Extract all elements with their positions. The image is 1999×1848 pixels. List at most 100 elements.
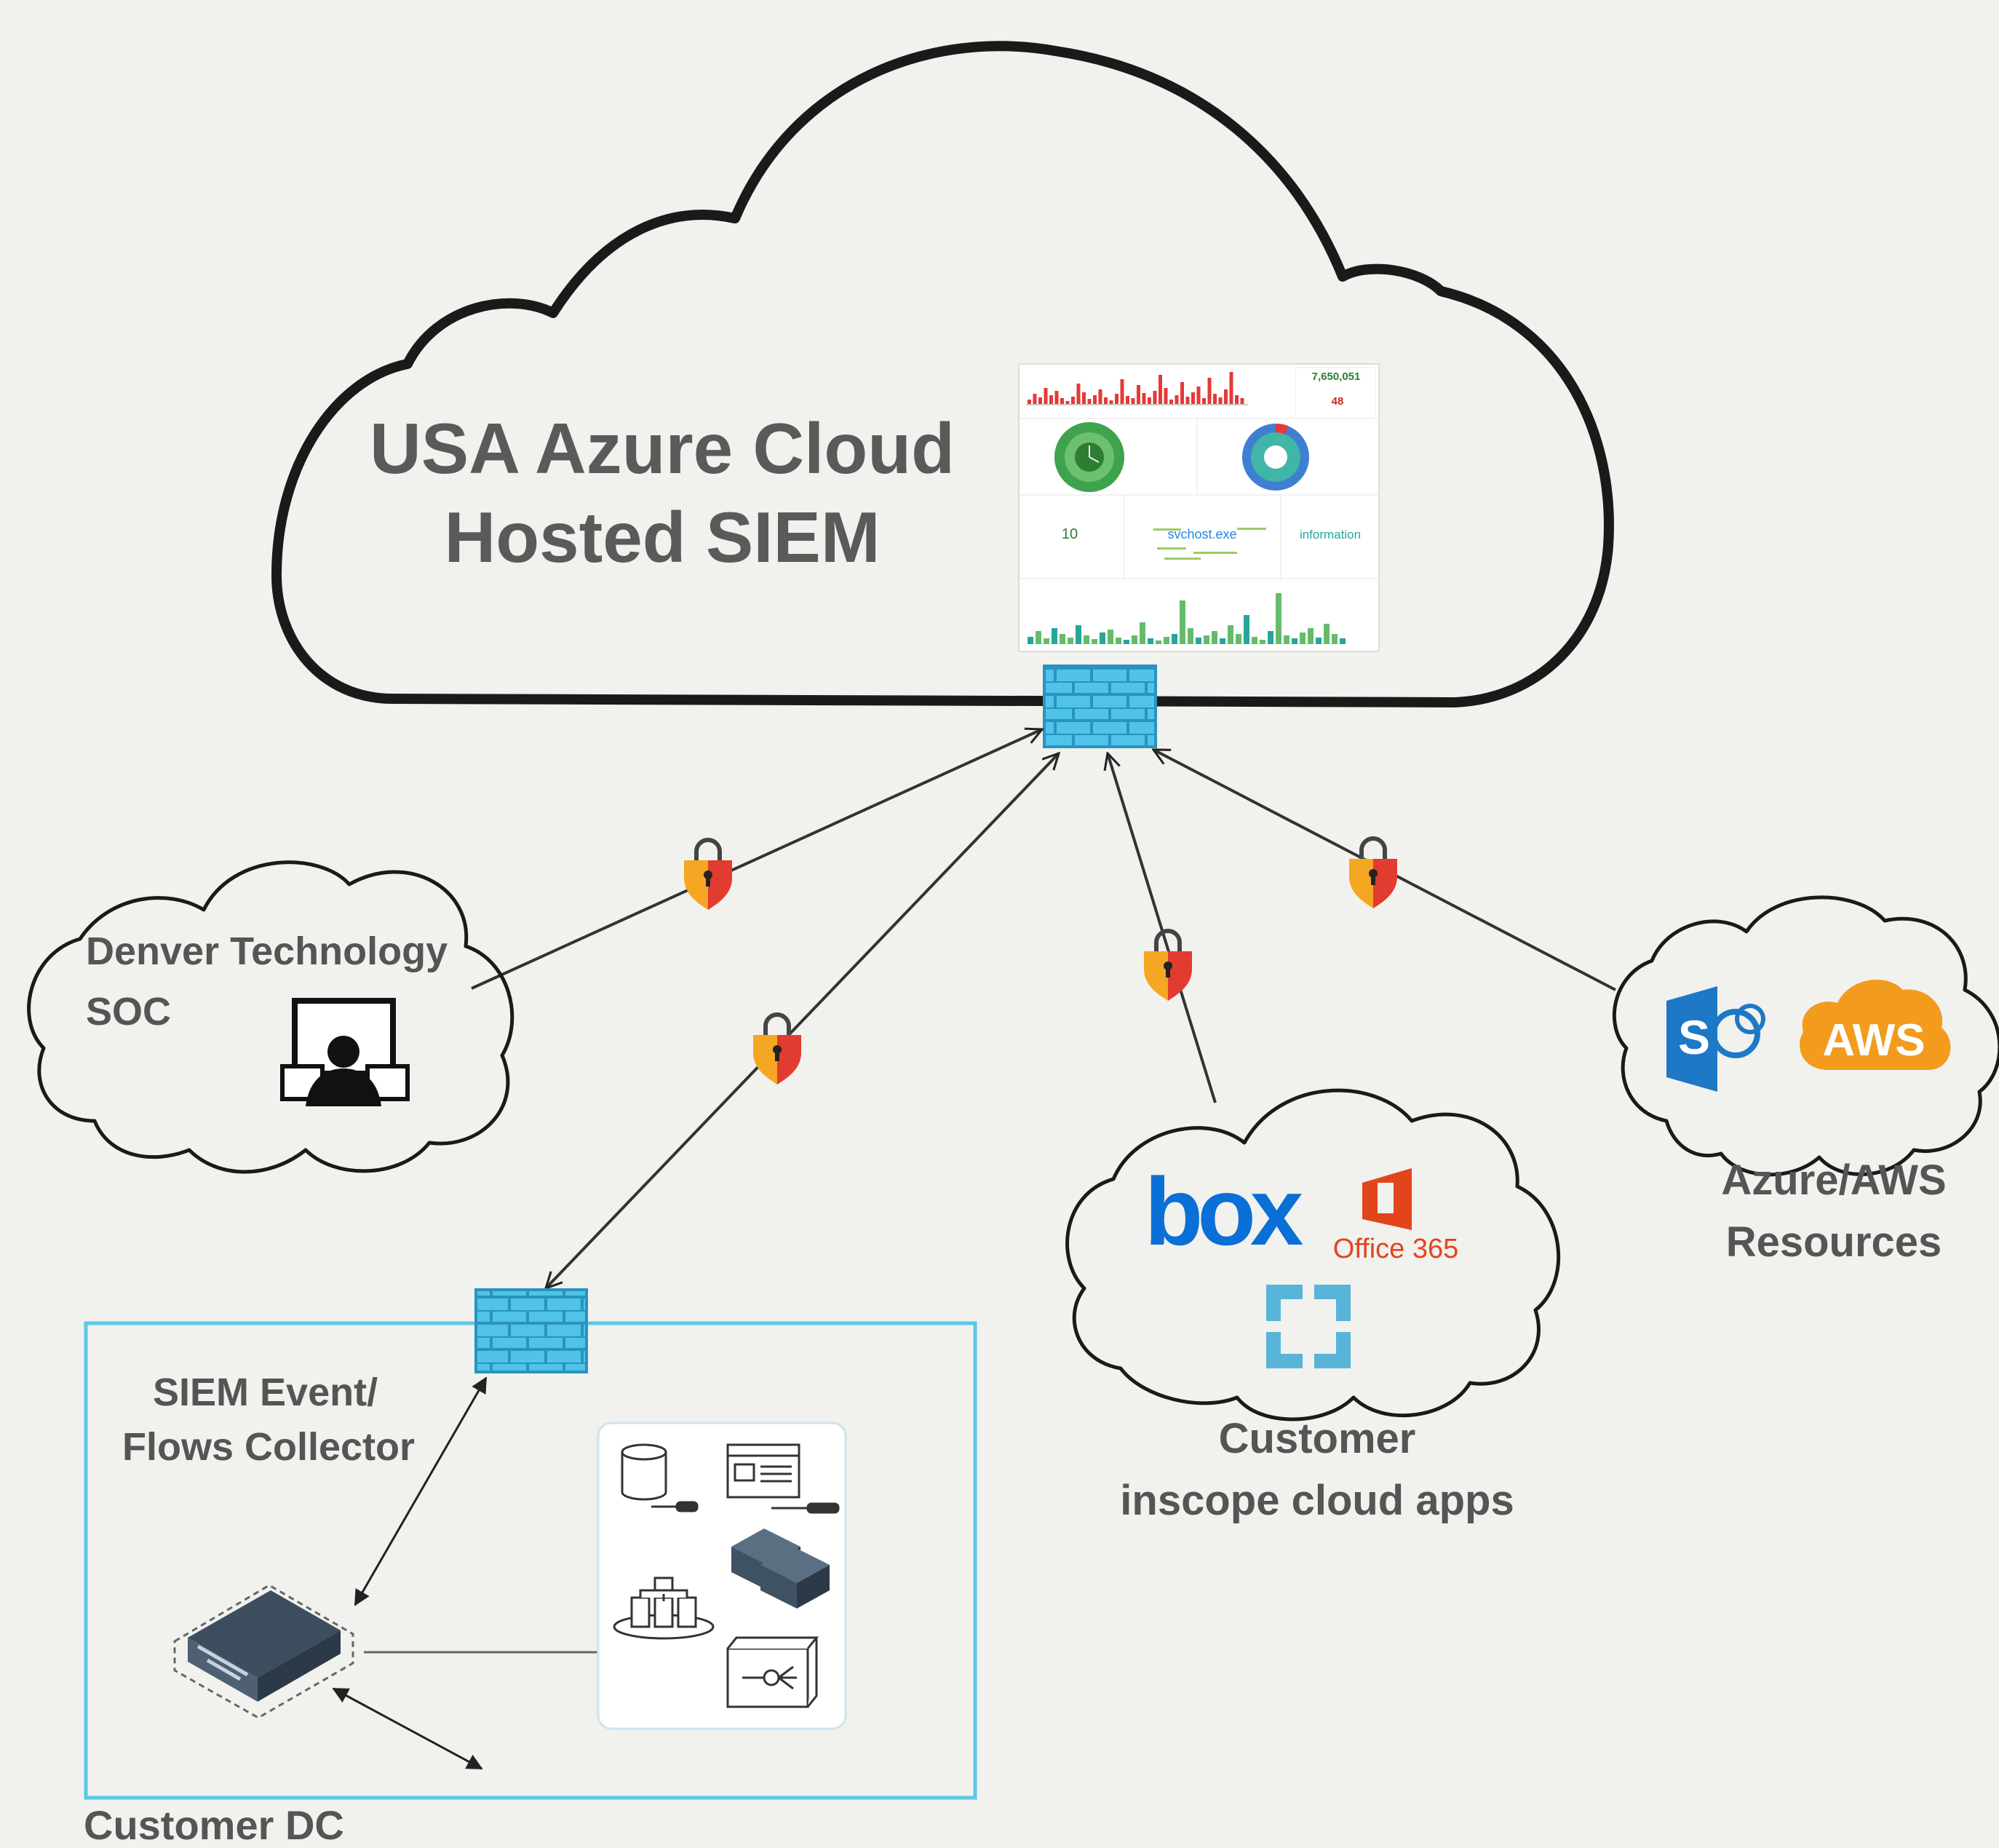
soc-label-line1: Denver Technology — [86, 929, 448, 973]
sharepoint-icon — [1666, 986, 1765, 1092]
dashboard-mini-area-bar — [1228, 625, 1233, 644]
dashboard-mini-bar — [1082, 392, 1086, 404]
resources-cloud-shape — [1612, 895, 1999, 1177]
dashboard-mini-area-bar — [1068, 638, 1073, 644]
cloud-title: USA Azure Cloud Hosted SIEM — [320, 404, 1004, 582]
dashboard-metric-alerts: 48 — [1332, 395, 1344, 408]
dashboard-mini-area-bar — [1036, 631, 1041, 644]
dashboard-mini-bar — [1235, 395, 1239, 404]
dashboard-mini-area-bar — [1236, 634, 1241, 644]
dashboard-mini-area-bar — [1332, 634, 1338, 644]
dashboard-mini-area-bar — [1244, 615, 1249, 644]
dashboard-mini-area-bar — [1124, 640, 1129, 644]
dashboard-mini-area-bar — [1212, 631, 1217, 644]
dashboard-mini-area-bar — [1300, 632, 1305, 644]
dashboard-mini-bar — [1229, 372, 1233, 404]
dashboard-word-main: svchost.exe — [1167, 527, 1236, 542]
dashboard-mini-bar — [1169, 400, 1173, 404]
dashboard-mini-area-bar — [1164, 637, 1169, 644]
dashboard-mini-bar — [1148, 397, 1151, 404]
link-dc-to-cloud — [546, 753, 1059, 1288]
collector-label-line2: Flows Collector — [122, 1425, 416, 1469]
dashboard-mini-bar — [1098, 389, 1102, 404]
dashboard-mini-bar — [1038, 397, 1042, 404]
dashboard-mini-area-bar — [1156, 641, 1161, 644]
dashboard-mini-bar — [1065, 401, 1070, 404]
office365-logo-text: Office 365 — [1333, 1234, 1459, 1264]
dashboard-mini-area-bar — [1252, 637, 1257, 644]
lock-icon — [1349, 836, 1397, 908]
dashboard-mini-bar — [1109, 400, 1113, 404]
dashboard-mini-area-bar — [1060, 634, 1065, 644]
lock-icon — [684, 838, 732, 910]
dashboard-mini-bar — [1104, 397, 1108, 404]
dashboard-mini-bar — [1224, 389, 1228, 404]
dashboard-mini-area-bar — [1204, 635, 1209, 644]
database-icon — [621, 1443, 699, 1512]
cloud-title-line1: USA Azure Cloud — [370, 408, 955, 488]
office365-icon — [1362, 1168, 1412, 1230]
dashboard-mini-bar — [1202, 398, 1206, 404]
dashboard-mini-area-bar — [1292, 638, 1297, 644]
lock-icon — [753, 1012, 801, 1084]
link-collector-to-firewall — [354, 1376, 488, 1606]
dashboard-mini-area-bar — [1276, 593, 1281, 644]
dashboard-mini-area-bar — [1108, 630, 1113, 644]
dashboard-mini-bar — [1142, 393, 1146, 404]
dashboard-mini-bar — [1137, 385, 1140, 404]
dashboard-mini-bar — [1191, 392, 1195, 404]
cloud-title-line2: Hosted SIEM — [444, 497, 881, 577]
dashboard-mini-area-bar — [1220, 638, 1225, 644]
box-logo: box — [1145, 1158, 1303, 1265]
dashboard-mini-area-bar — [1172, 634, 1177, 644]
dashboard-mini-bar — [1207, 378, 1212, 404]
aws-logo-text: AWS — [1822, 1015, 1925, 1066]
dashboard-mini-bar — [1159, 375, 1162, 404]
dashboard-mini-area-bar — [1084, 635, 1089, 644]
dashboard-area-chart-bottom — [1028, 593, 1346, 644]
dashboard-mini-area-bar — [1180, 600, 1185, 644]
aws-cloud-badge — [1800, 980, 1951, 1070]
dc-firewall-icon — [474, 1288, 588, 1373]
dashboard-mini-bar — [1115, 394, 1118, 404]
soc-cloud-shape — [27, 860, 514, 1174]
apps-caption-line1: Customer — [1218, 1415, 1416, 1462]
dashboard-mini-bar — [1093, 395, 1097, 404]
collector-appliance-icon — [173, 1584, 354, 1719]
dashboard-mini-bar — [1131, 398, 1135, 404]
soc-label-line2: SOC — [86, 990, 172, 1034]
dashboard-mini-bar — [1180, 382, 1184, 404]
dashboard-mini-area-bar — [1316, 638, 1322, 644]
soc-operator-icon — [280, 998, 410, 1106]
dashboard-mini-bar — [1087, 399, 1092, 404]
dashboard-mini-bar — [1175, 395, 1179, 404]
dashboard-mini-area-bar — [1308, 628, 1314, 644]
dashboard-mini-bar — [1240, 398, 1244, 404]
resources-caption-line2: Resources — [1725, 1218, 1942, 1266]
lock-icon — [1144, 929, 1192, 1001]
apps-caption-line2: inscope cloud apps — [1120, 1477, 1514, 1524]
dashboard-mini-area-bar — [1284, 635, 1289, 644]
dashboard-mini-area-bar — [1092, 639, 1097, 644]
network-switch-icon — [726, 1636, 819, 1708]
storage-rack-icon — [731, 1528, 830, 1609]
link-collector-downstream — [332, 1687, 483, 1770]
dashboard-metric-total: 7,650,051 — [1312, 370, 1361, 383]
dashboard-mini-area-bar — [1100, 632, 1105, 644]
dashboard-mini-bar — [1071, 397, 1075, 404]
server-cluster-icon — [613, 1577, 715, 1640]
dashboard-mini-area-bar — [1268, 631, 1273, 644]
dashboard-mini-bar — [1126, 396, 1129, 404]
resources-caption-line1: Azure/AWS — [1721, 1157, 1947, 1204]
dashboard-mini-area-bar — [1324, 624, 1330, 644]
sharepoint-letter: S — [1678, 1010, 1710, 1064]
dashboard-mini-area-bar — [1116, 638, 1121, 644]
dashboard-mini-area-bar — [1044, 638, 1049, 644]
main-cloud-shape — [271, 41, 1614, 707]
dashboard-mini-bar — [1054, 391, 1059, 404]
siem-dashboard-thumbnail: 7,650,051 48 10 svchost.exe information — [1018, 363, 1380, 652]
dashboard-mini-area-bar — [1140, 622, 1145, 644]
dashboard-mini-bar — [1218, 397, 1223, 404]
cloud-firewall-icon — [1043, 665, 1157, 748]
dashboard-mini-bar — [1028, 400, 1031, 404]
